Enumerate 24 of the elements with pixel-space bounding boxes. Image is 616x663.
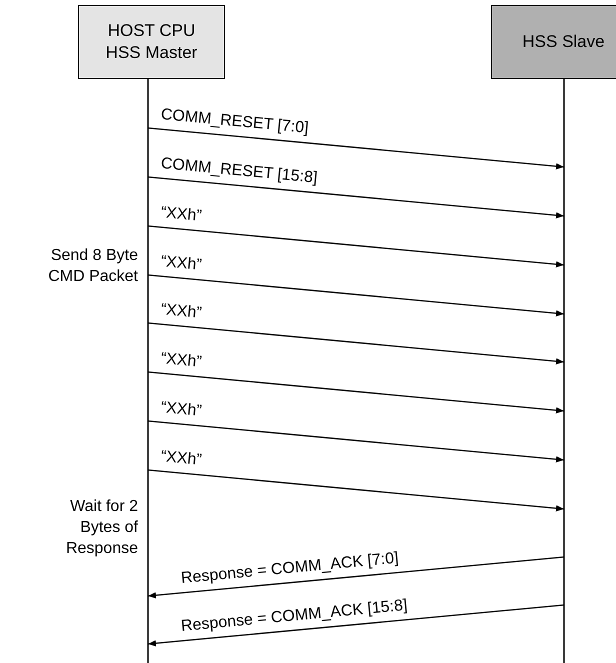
message-label: “XXh” bbox=[160, 204, 202, 226]
message-arrow bbox=[148, 420, 564, 462]
message-arrow bbox=[148, 225, 564, 268]
message-arrow bbox=[148, 274, 564, 316]
message-arrow bbox=[148, 322, 564, 364]
message-label: “XXh” bbox=[160, 253, 202, 275]
message-label: Response = COMM_ACK [15:8] bbox=[180, 596, 408, 636]
message-arrow bbox=[148, 127, 564, 170]
participant-box: HOST CPU HSS Master bbox=[78, 5, 225, 79]
phase-note: Wait for 2 Bytes of Response bbox=[64, 497, 138, 559]
message-arrow bbox=[148, 176, 564, 218]
message-arrow bbox=[148, 371, 564, 414]
message-label: “XXh” bbox=[160, 399, 202, 421]
message-label: COMM_RESET [15:8] bbox=[160, 155, 318, 188]
message-arrow bbox=[148, 556, 564, 598]
message-label: “XXh” bbox=[160, 301, 202, 323]
message-label: “XXh” bbox=[160, 448, 202, 470]
message-label: COMM_RESET [7:0] bbox=[160, 106, 310, 138]
phase-note: Send 8 Byte CMD Packet bbox=[47, 246, 138, 287]
message-label: “XXh” bbox=[160, 350, 202, 372]
message-arrow bbox=[148, 469, 564, 512]
message-label: Response = COMM_ACK [7:0] bbox=[180, 550, 400, 588]
participant-box: HSS Slave bbox=[491, 5, 616, 79]
message-arrow bbox=[148, 604, 564, 646]
